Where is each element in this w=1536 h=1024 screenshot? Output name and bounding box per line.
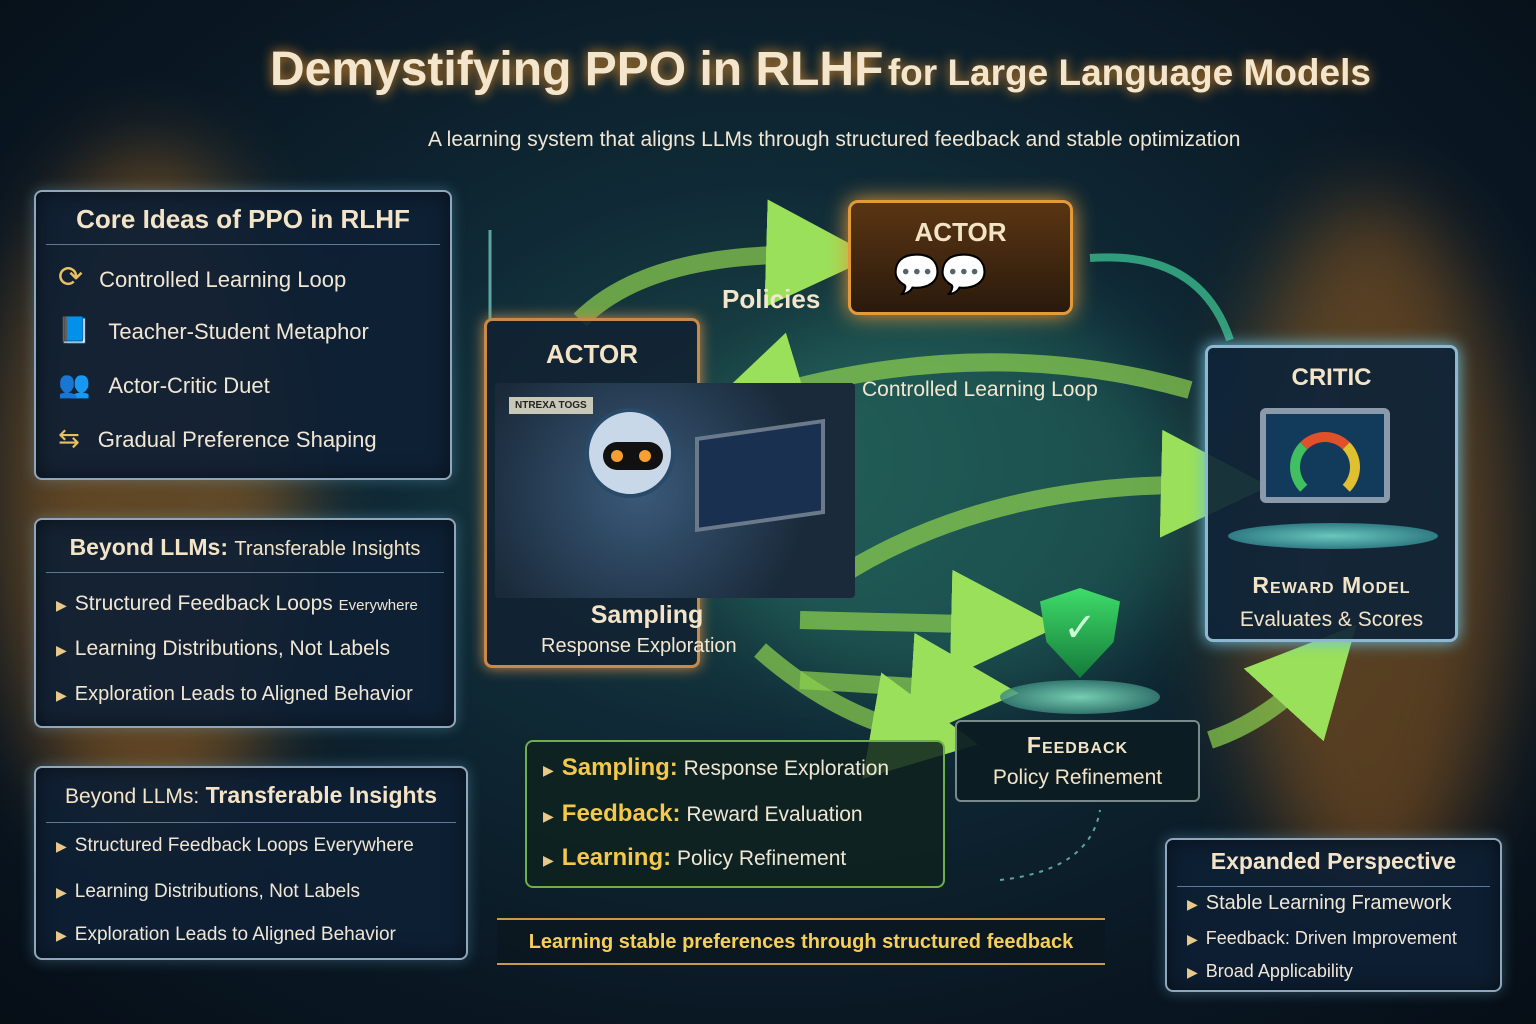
page-title: Demystifying PPO in RLHF for Large Langu… [270,42,1371,97]
actor-top-box: ACTOR 💬💬 [848,200,1073,315]
beyond-llms-panel-1: Beyond LLMs: Transferable Insights ▶Stru… [34,518,456,728]
insight-item-suffix: Everywhere [338,597,418,614]
loop-label: Controlled Learning Loop [862,378,1098,401]
feedback-title: Feedback [1026,732,1129,758]
insight-item: Exploration Leads to Aligned Behavior [74,683,413,705]
sampling-label: Sampling [590,601,704,629]
platform-glow [1228,523,1438,549]
perspective-item: Feedback: Driven Improvement [1205,928,1457,948]
actor-top-title: ACTOR [914,217,1007,247]
panel-title-light: Beyond LLMs: [65,785,200,808]
robot-icon [585,408,675,498]
panel-title-bold: Transferable Insights [205,782,437,808]
beyond-llms-panel-2: Beyond LLMs: Transferable Insights ▶Stru… [34,766,468,960]
core-ideas-title: Core Ideas of PPO in RLHF [76,204,410,234]
insight-item: Structured Feedback Loops Everywhere [74,835,414,856]
reward-model-label: Reward Model [1252,572,1411,598]
policies-label: Policies [722,284,821,314]
chat-bubbles-icon: 💬💬 [893,254,988,296]
book-icon: 📘 [58,315,91,345]
pedestal [1000,680,1160,714]
robot-scene: NTREXA TOGS [495,383,855,598]
core-idea-item: Teacher-Student Metaphor [108,319,369,344]
step-item: ▶Feedback: Reward Evaluation [543,800,863,827]
title-main: Demystifying PPO in RLHF [270,43,884,96]
step-item: ▶Sampling: Response Exploration [543,754,890,781]
sign: NTREXA TOGS [509,397,593,414]
gauge-monitor-icon [1260,408,1390,503]
feedback-box: Feedback Policy Refinement [955,720,1200,802]
arrows-icon: ⇆ [58,423,80,453]
step-item: ▶Learning: Policy Refinement [543,844,847,871]
title-sub: for Large Language Models [887,52,1371,93]
reward-model-sublabel: Evaluates & Scores [1239,608,1424,631]
core-idea-item: Actor-Critic Duet [108,373,270,398]
footer-banner-text: Learning stable preferences through stru… [528,931,1074,953]
panel-title-rest: Transferable Insights [234,538,421,560]
core-idea-item: Gradual Preference Shaping [97,427,377,452]
critic-title: CRITIC [1291,364,1372,391]
loop-icon: ⟳ [58,261,84,294]
page-subtitle: A learning system that aligns LLMs throu… [428,128,1241,151]
insight-item: Structured Feedback Loops [74,592,333,615]
people-icon: 👥 [58,369,91,399]
perspective-item: Stable Learning Framework [1205,892,1452,914]
expanded-perspective-panel: Expanded Perspective ▶Stable Learning Fr… [1165,838,1502,992]
insight-item: Exploration Leads to Aligned Behavior [74,924,396,945]
actor-card-title: ACTOR [546,339,638,369]
expanded-title: Expanded Perspective [1210,848,1457,874]
core-ideas-panel: Core Ideas of PPO in RLHF ⟳ Controlled Le… [34,190,452,480]
feedback-sublabel: Policy Refinement [992,766,1163,789]
core-idea-item: Controlled Learning Loop [99,267,347,292]
insight-item: Learning Distributions, Not Labels [74,881,360,902]
perspective-item: Broad Applicability [1205,961,1353,981]
laptop-icon [695,418,825,533]
insight-item: Learning Distributions, Not Labels [74,637,390,660]
actor-card: ACTOR NTREXA TOGS Sampling Response Expl… [484,318,855,668]
panel-title-bold: Beyond LLMs: [69,534,229,560]
footer-banner: Learning stable preferences through stru… [497,918,1105,965]
critic-card: CRITIC Reward Model Evaluates & Scores [1205,345,1458,642]
steps-box: ▶Sampling: Response Exploration ▶Feedbac… [525,740,945,888]
sampling-sublabel: Response Exploration [541,635,737,657]
